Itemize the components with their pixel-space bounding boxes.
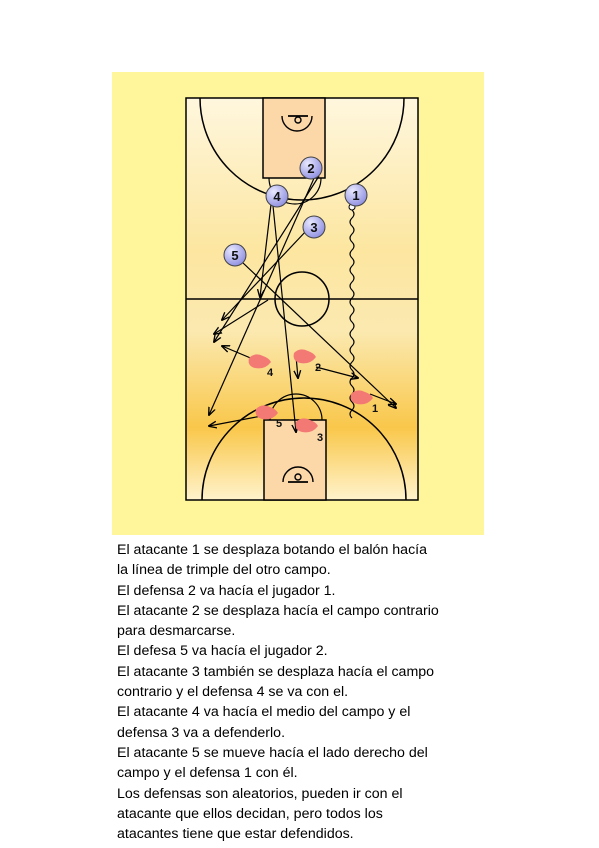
defender-shoe-icon xyxy=(248,354,271,369)
defender-shoe-icon xyxy=(293,349,316,364)
attacker-label: 5 xyxy=(231,248,238,263)
defender-5: 5 xyxy=(255,405,282,430)
attacker-5: 5 xyxy=(223,243,247,267)
description-line: El atacante 2 se desplaza hacía el campo… xyxy=(117,602,439,619)
dribble-path-icon xyxy=(349,209,355,419)
attacker-circle-icon xyxy=(299,156,323,180)
defender-2: 2 xyxy=(293,349,321,374)
attacker-4: 4 xyxy=(265,184,289,208)
attacker-2: 2 xyxy=(299,156,323,180)
movement-arrow-icon xyxy=(214,175,320,342)
defender-label: 1 xyxy=(372,403,378,415)
attacker-label: 2 xyxy=(307,161,314,176)
court xyxy=(185,97,419,501)
defender-1: 1 xyxy=(350,390,378,415)
description-line: El defensa 2 va hacía el jugador 1. xyxy=(117,582,336,599)
basketball-play-diagram: 1 2 3 4 5 1 2 3 xyxy=(112,72,484,535)
bottom-key xyxy=(263,419,327,501)
description-line: defensa 3 va a defenderlo. xyxy=(117,724,286,741)
defender-label: 4 xyxy=(267,367,274,379)
defender-label: 5 xyxy=(276,418,282,430)
movement-arrow-icon xyxy=(315,366,358,378)
bottom-hoop xyxy=(294,473,302,481)
attacker-label: 3 xyxy=(310,220,317,235)
attacker-circle-icon xyxy=(344,183,368,207)
movement-arrows xyxy=(209,175,396,432)
defender-3: 3 xyxy=(295,418,323,444)
attacker-label: 1 xyxy=(352,188,359,203)
description-line: atacante que ellos decidan, pero todos l… xyxy=(117,805,383,822)
attackers: 1 2 3 4 5 xyxy=(223,156,368,267)
attacker-label: 4 xyxy=(273,189,281,204)
description-line: la línea de trimple del otro campo. xyxy=(117,562,331,579)
movement-arrow-icon xyxy=(214,299,269,334)
attacker-1: 1 xyxy=(344,183,368,207)
movement-arrow-icon xyxy=(241,261,396,408)
center-circle xyxy=(274,271,330,327)
description-line: El atacante 1 se desplaza botando el bal… xyxy=(117,542,427,558)
defender-shoe-icon xyxy=(295,418,318,433)
movement-arrow-icon xyxy=(271,195,296,432)
attacker-3: 3 xyxy=(302,215,326,239)
top-hoop xyxy=(294,116,302,124)
description-line: El defesa 5 va hacía el jugador 2. xyxy=(117,643,328,660)
defender-label: 2 xyxy=(315,362,321,374)
play-description: El atacante 1 se desplaza botando el bal… xyxy=(117,540,517,844)
attacker-circle-icon xyxy=(302,215,326,239)
description-line: atacantes tiene que estar defendidos. xyxy=(117,826,354,843)
description-line: El atacante 3 también se desplaza hacía … xyxy=(117,663,435,680)
movement-arrow-icon xyxy=(369,393,396,404)
defender-label: 3 xyxy=(317,432,323,444)
top-three-point-arc xyxy=(199,97,405,201)
movement-arrow-icon xyxy=(222,229,308,320)
defenders: 1 2 3 4 5 xyxy=(248,349,378,444)
attacker-circle-icon xyxy=(265,184,289,208)
description-line: El atacante 5 se mueve hacía el lado der… xyxy=(117,744,428,761)
description-line: para desmarcarse. xyxy=(117,623,236,640)
bottom-three-point-arc xyxy=(201,397,407,501)
description-line: contrario y el defensa 4 se va con el. xyxy=(117,684,349,701)
attacker-circle-icon xyxy=(223,243,247,267)
defender-shoe-icon xyxy=(350,390,373,405)
top-basket-arc xyxy=(281,115,313,132)
bottom-basket-arc xyxy=(282,466,314,483)
defender-shoe-icon xyxy=(255,405,278,420)
description-line: campo y el defensa 1 con él. xyxy=(117,765,298,782)
description-line: Los defensas son aleatorios, pueden ir c… xyxy=(117,785,403,802)
description-line: El atacante 4 va hacía el medio del camp… xyxy=(117,704,411,721)
defender-4: 4 xyxy=(248,354,274,379)
